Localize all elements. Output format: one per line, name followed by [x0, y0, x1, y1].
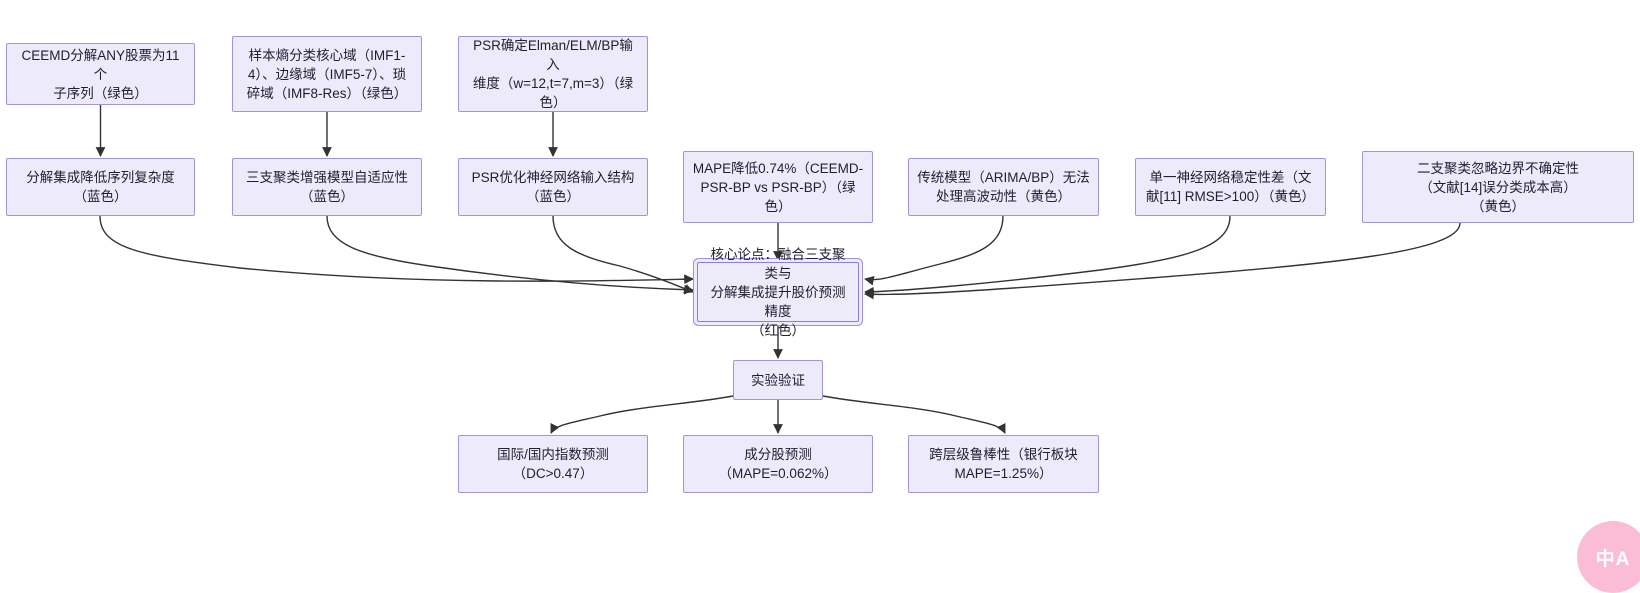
edge-n6-core: [552, 215, 694, 294]
node-n13[interactable]: 成分股预测 （MAPE=0.062%）: [683, 435, 873, 493]
edge-n8-core: [864, 215, 1004, 286]
edge-n11-n14: [822, 395, 1006, 434]
node-n1[interactable]: CEEMD分解ANY股票为11个 子序列（绿色）: [6, 43, 195, 105]
node-label: 成分股预测 （MAPE=0.062%）: [718, 447, 838, 481]
node-n3[interactable]: PSR确定Elman/ELM/BP输入 维度（w=12,t=7,m=3）（绿 色…: [458, 36, 648, 112]
node-label: MAPE降低0.74%（CEEMD- PSR-BP vs PSR-BP）（绿 色…: [692, 160, 864, 214]
node-label: 实验验证: [751, 372, 805, 388]
node-core[interactable]: 核心论点：融合三支聚类与 分解集成提升股价预测精度 （红色）: [697, 247, 859, 338]
node-label: PSR优化神经网络输入结构 （蓝色）: [471, 170, 635, 204]
edge-n10-core: [864, 222, 1461, 300]
node-n2[interactable]: 样本熵分类核心域（IMF1- 4）、边缘域（IMF5-7）、琐 碎域（IMF8-…: [232, 36, 422, 112]
watermark-text: 中A: [1595, 548, 1631, 570]
node-label: 国际/国内指数预测 （DC>0.47）: [497, 447, 609, 481]
node-label: 跨层级鲁棒性（银行板块 MAPE=1.25%）: [929, 447, 1078, 481]
flowchart-edges: [95, 105, 1461, 434]
edge-n4-core: [99, 215, 694, 285]
node-label: 二支聚类忽略边界不确定性 （文献[14]误分类成本高） （黄色）: [1417, 160, 1579, 214]
node-label: 分解集成降低序列复杂度 （蓝色）: [26, 170, 175, 204]
node-label: CEEMD分解ANY股票为11个 子序列（绿色）: [21, 47, 180, 101]
watermark-badge: 中A: [1577, 521, 1640, 593]
node-n11[interactable]: 实验验证: [733, 360, 823, 400]
node-label: 三支聚类增强模型自适应性 （蓝色）: [246, 170, 408, 204]
node-label: 单一神经网络稳定性差（文 献[11] RMSE>100）（黄色）: [1146, 170, 1315, 204]
node-n5[interactable]: 三支聚类增强模型自适应性 （蓝色）: [232, 158, 422, 216]
node-n10[interactable]: 二支聚类忽略边界不确定性 （文献[14]误分类成本高） （黄色）: [1362, 151, 1634, 223]
node-n4[interactable]: 分解集成降低序列复杂度 （蓝色）: [6, 158, 195, 216]
node-label: PSR确定Elman/ELM/BP输入 维度（w=12,t=7,m=3）（绿 色…: [472, 38, 634, 110]
node-label: 核心论点：融合三支聚类与 分解集成提升股价预测精度 （红色）: [710, 246, 846, 338]
node-n9[interactable]: 单一神经网络稳定性差（文 献[11] RMSE>100）（黄色）: [1135, 158, 1326, 216]
node-n8[interactable]: 传统模型（ARIMA/BP）无法 处理高波动性（黄色）: [908, 158, 1099, 216]
node-label: 传统模型（ARIMA/BP）无法 处理高波动性（黄色）: [917, 170, 1090, 204]
edge-n9-core: [864, 215, 1231, 297]
node-n7[interactable]: MAPE降低0.74%（CEEMD- PSR-BP vs PSR-BP）（绿 色…: [683, 151, 873, 223]
node-label: 样本熵分类核心域（IMF1- 4）、边缘域（IMF5-7）、琐 碎域（IMF8-…: [246, 47, 408, 101]
node-n14[interactable]: 跨层级鲁棒性（银行板块 MAPE=1.25%）: [908, 435, 1099, 493]
node-n12[interactable]: 国际/国内指数预测 （DC>0.47）: [458, 435, 648, 493]
edge-n5-core: [326, 215, 694, 295]
node-n6[interactable]: PSR优化神经网络输入结构 （蓝色）: [458, 158, 648, 216]
edge-n11-n12: [550, 395, 734, 434]
